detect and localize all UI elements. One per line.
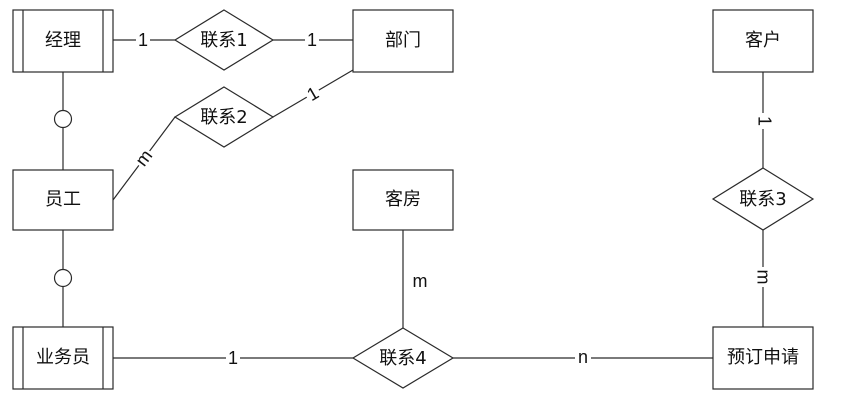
entity-salesperson-label: 业务员 (36, 347, 90, 368)
cardinality-labels: 1 1 1 m m 1 n 1 m (129, 28, 775, 370)
entity-department-label: 部门 (385, 30, 421, 51)
cardinality-customer-rel3: 1 (754, 116, 774, 126)
isa-circle-salesperson (53, 268, 73, 288)
cardinality-guestroom-rel4: m (413, 271, 428, 291)
relationship-rel4[interactable]: 联系4 (351, 327, 455, 389)
entity-booking-request[interactable]: 预订申请 (712, 326, 814, 390)
entity-employee-label: 员工 (45, 189, 81, 210)
cardinality-manager-rel1: 1 (138, 30, 148, 50)
isa-markers (53, 109, 73, 288)
cardinality-rel1-department: 1 (307, 30, 317, 50)
cardinality-rel4-booking: n (578, 347, 588, 367)
relationship-rel3-label: 联系3 (739, 189, 786, 210)
relationship-rel2-label: 联系2 (200, 107, 247, 128)
cardinality-salesperson-rel4: 1 (228, 348, 238, 368)
entity-manager-label: 经理 (45, 30, 81, 51)
cardinality-rel3-booking: m (753, 270, 773, 285)
entity-guest-room[interactable]: 客房 (352, 169, 454, 231)
entity-customer-label: 客户 (745, 30, 781, 51)
entity-guest-room-label: 客房 (385, 189, 421, 210)
entity-employee[interactable]: 员工 (12, 169, 114, 231)
relationship-rel3[interactable]: 联系3 (711, 167, 815, 231)
entity-booking-request-label: 预订申请 (727, 347, 799, 368)
relationship-rel1[interactable]: 联系1 (173, 9, 275, 71)
relationship-rel4-label: 联系4 (379, 348, 426, 369)
relationship-rel2[interactable]: 联系2 (173, 86, 275, 148)
entity-salesperson[interactable]: 业务员 (12, 326, 114, 390)
relationship-rel1-label: 联系1 (200, 30, 247, 51)
entity-manager[interactable]: 经理 (12, 9, 114, 73)
entity-customer[interactable]: 客户 (712, 9, 814, 73)
entity-department[interactable]: 部门 (352, 9, 454, 73)
isa-circle-manager (53, 109, 73, 129)
